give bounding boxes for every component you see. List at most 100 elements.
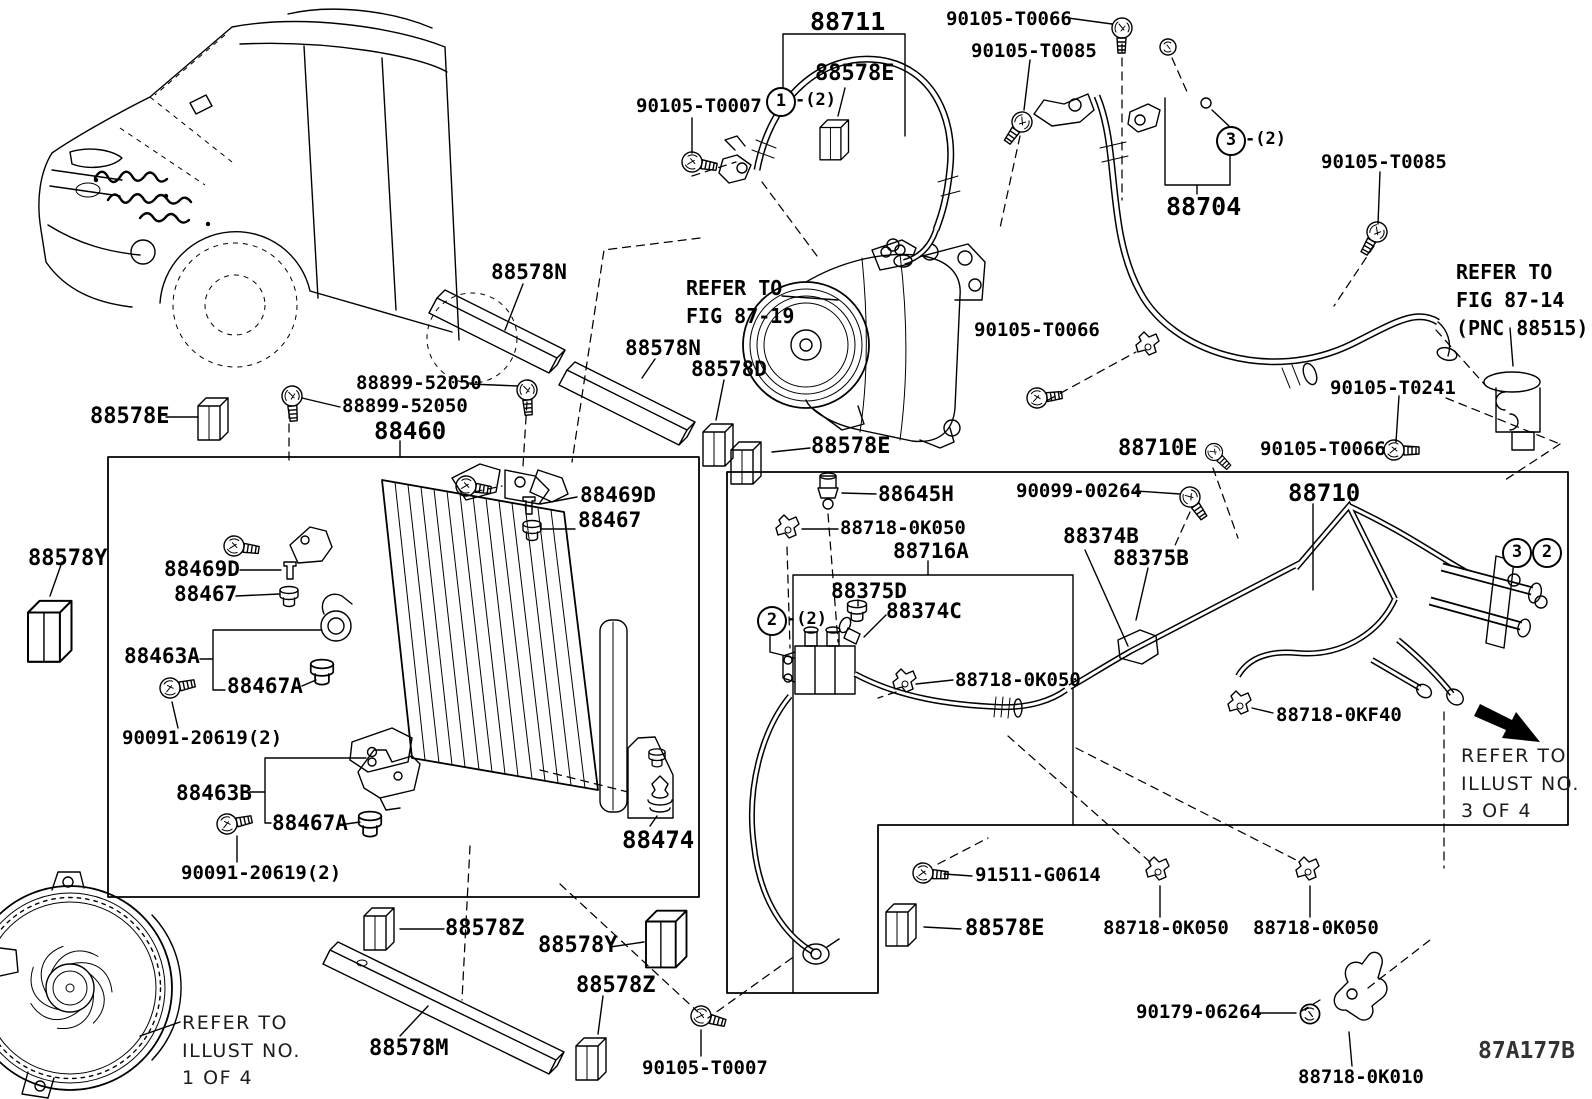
part-label-88374C: 88374C: [886, 599, 962, 623]
part-label-88711: 88711: [810, 7, 886, 36]
part-label-88578Z-1: 88578Z: [445, 916, 525, 941]
part-label-88710E: 88710E: [1118, 436, 1198, 461]
clip-icon: [775, 514, 800, 539]
part-label-90105-T0066-mid: 90105-T0066: [974, 319, 1100, 341]
part-label-88718-0K010: 88718-0K010: [1298, 1066, 1424, 1088]
part-label-88463B: 88463B: [176, 781, 252, 805]
grommet-icon: [357, 810, 383, 838]
screw-icon: [283, 561, 297, 580]
bolt-icon: [1025, 383, 1064, 410]
grommet-icon: [522, 519, 542, 542]
part-label-90091-20619-1: 90091-20619(2): [122, 727, 283, 749]
seal-beams: [322, 289, 696, 1075]
part-label-88578Y-2: 88578Y: [538, 933, 618, 958]
bolt-icon: [157, 672, 198, 701]
part-label-88578E-bottom: 88578E: [965, 916, 1045, 941]
pressure-switch-icon: [817, 472, 839, 510]
part-label-88645H: 88645H: [878, 482, 954, 506]
expansion-valve-icon: [1483, 371, 1541, 451]
bolt-icon: [214, 808, 255, 837]
grommet-icon: [846, 599, 868, 623]
hook-clamp-icon: [1333, 951, 1388, 1021]
part-label-90105-T0085-right: 90105-T0085: [1321, 151, 1447, 173]
part-label-88718-0K050-b1: 88718-0K050: [1103, 917, 1229, 939]
condenser-drawing: [349, 463, 674, 819]
part-label-88718-0K050-mid: 88718-0K050: [955, 669, 1081, 691]
bolt-icon: [1355, 217, 1392, 260]
callout-suffix-1: -(2): [795, 90, 836, 110]
part-label-90105-T0085-top: 90105-T0085: [971, 40, 1097, 62]
part-label-88578N-1: 88578N: [491, 260, 567, 284]
part-label-88718-0KF40: 88718-0KF40: [1276, 704, 1402, 726]
hose-88704-drawing: [1033, 93, 1458, 389]
clip-icon: [1145, 856, 1170, 881]
pad-icon: [197, 397, 229, 441]
part-label-88467A-2: 88467A: [272, 811, 348, 835]
part-label-88460: 88460: [374, 417, 447, 445]
bolt-icon: [679, 149, 720, 177]
assembly-boxes: [107, 456, 1569, 994]
part-label-88463A: 88463A: [124, 644, 200, 668]
part-label-88578D: 88578D: [691, 357, 767, 381]
part-label-90105-T0007-bottom: 90105-T0007: [642, 1057, 768, 1079]
hose-88711-drawing: [718, 55, 961, 268]
part-label-88467-left: 88467: [174, 582, 238, 606]
bolt-icon: [998, 107, 1037, 149]
part-label-88718-0K050-top: 88718-0K050: [840, 517, 966, 539]
part-label-88578E-top: 88578E: [815, 61, 895, 86]
clip-icon: [892, 668, 917, 693]
part-label-90105-T0241: 90105-T0241: [1330, 377, 1456, 399]
dashed-lines: [288, 43, 1561, 1019]
hardware-icons: [26, 17, 1541, 1081]
nut-icon: [1159, 38, 1177, 56]
part-label-88718-0K050-b2: 88718-0K050: [1253, 917, 1379, 939]
bolt-icon: [1201, 439, 1236, 474]
pad-icon: [702, 423, 734, 467]
part-label-88578M: 88578M: [369, 1036, 449, 1061]
callout-3-right: 3: [1502, 538, 1532, 568]
part-label-91511-G0614: 91511-G0614: [975, 864, 1101, 886]
part-label-88469D-right: 88469D: [580, 483, 656, 507]
pad-icon: [730, 441, 762, 485]
part-label-88578E-mid: 88578E: [811, 434, 891, 459]
part-label-88469D-left: 88469D: [164, 557, 240, 581]
bolt-icon: [515, 378, 540, 417]
part-label-88899-52050-2: 88899-52050: [342, 395, 468, 417]
part-label-87A177B: 87A177B: [1478, 1038, 1575, 1064]
part-label-88716A: 88716A: [893, 539, 969, 563]
part-label-88578Y-left: 88578Y: [28, 546, 108, 571]
clip-icon: [1295, 856, 1320, 881]
pad-icon: [885, 903, 917, 947]
part-label-90105-T0066-top: 90105-T0066: [946, 8, 1072, 30]
part-label-90105-T0066-right: 90105-T0066: [1260, 438, 1386, 460]
part-label-88375B: 88375B: [1113, 546, 1189, 570]
pipe-88710-drawing: [1068, 500, 1548, 706]
part-label-88374B: 88374B: [1063, 524, 1139, 548]
pad-icon: [575, 1037, 607, 1081]
part-label-90105-T0007-top: 90105-T0007: [636, 95, 762, 117]
pad-icon: [645, 909, 688, 969]
pad-icon: [26, 599, 73, 663]
fan-drawing: [0, 871, 182, 1099]
callout-suffix-2-left: -(2): [786, 609, 827, 629]
callout-suffix-3-top: -(2): [1245, 129, 1286, 149]
callout-2-left: 2: [757, 606, 787, 636]
compressor-drawing: [742, 239, 986, 449]
part-label-88467A-1: 88467A: [227, 674, 303, 698]
part-label-88710: 88710: [1288, 479, 1361, 507]
callout-3-top: 3: [1216, 126, 1246, 156]
leader-lines: [49, 17, 1514, 1067]
part-label-88578E-left: 88578E: [90, 404, 170, 429]
part-label-88474: 88474: [622, 826, 695, 854]
pad-icon: [819, 119, 850, 161]
bolt-icon: [1383, 439, 1420, 461]
grommet-nut-icon: [1299, 1003, 1321, 1025]
part-label-88467-right: 88467: [578, 508, 642, 532]
part-label-90091-20619-2: 90091-20619(2): [181, 862, 342, 884]
condenser-brackets: [289, 526, 421, 811]
bolt-icon: [280, 384, 305, 423]
part-label-88899-52050-1: 88899-52050: [356, 372, 482, 394]
